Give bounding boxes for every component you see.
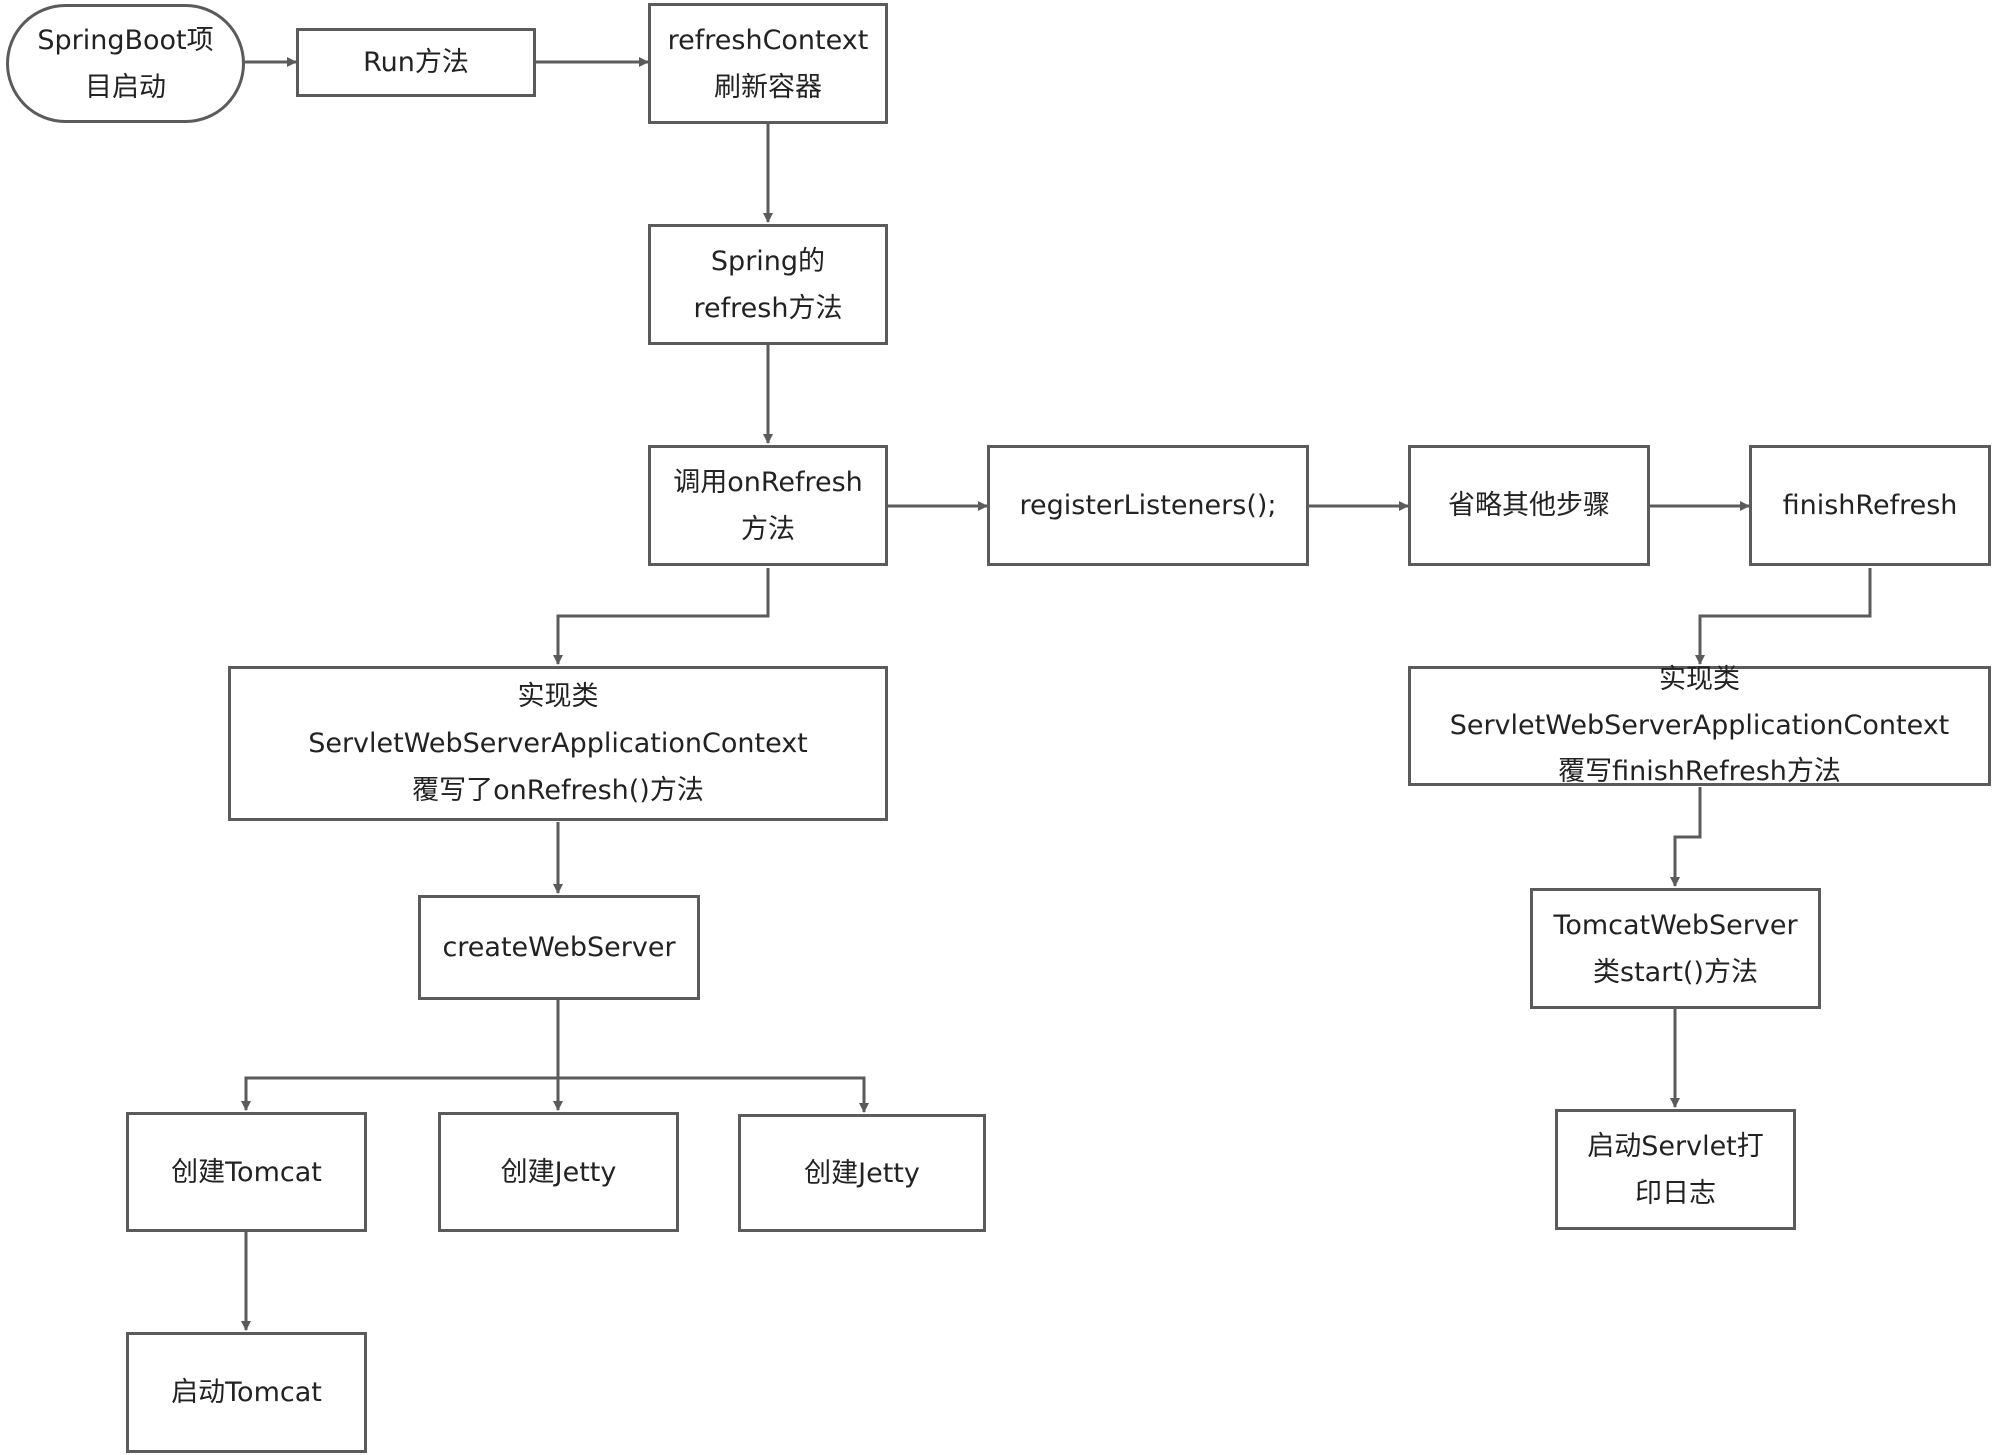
create-jetty-node-2: 创建Jetty — [738, 1114, 986, 1232]
start-line-1: SpringBoot项 — [37, 24, 214, 56]
impl-on-refresh-line-1: 实现类 — [517, 681, 599, 712]
create-tomcat-node: 创建Tomcat — [126, 1112, 367, 1232]
start-servlet-log-node: 启动Servlet打 印日志 — [1555, 1109, 1796, 1230]
create-jetty-2-line-1: 创建Jetty — [804, 1157, 920, 1189]
start-tomcat-node: 启动Tomcat — [126, 1332, 367, 1453]
run-line-1: Run方法 — [363, 47, 469, 78]
register-listeners-node: registerListeners(); — [987, 445, 1309, 566]
create-web-server-node: createWebServer — [418, 895, 700, 1000]
refresh-context-node: refreshContext 刷新容器 — [648, 3, 888, 124]
run-node: Run方法 — [296, 28, 536, 97]
impl-finish-refresh-node: 实现类 ServletWebServerApplicationContext 覆… — [1408, 664, 1991, 787]
on-refresh-line-2: 方法 — [741, 513, 795, 545]
skip-steps-line-1: 省略其他步骤 — [1448, 490, 1610, 521]
tomcat-start-node: TomcatWebServer 类start()方法 — [1530, 888, 1821, 1009]
start-tomcat-line-1: 启动Tomcat — [171, 1377, 322, 1408]
impl-on-refresh-line-2: ServletWebServerApplicationContext — [308, 728, 808, 759]
start-node: SpringBoot项 目启动 — [6, 4, 245, 123]
arrow-create-web-server-to-create-tomcat — [241, 1000, 560, 1111]
impl-on-refresh-node: 实现类 ServletWebServerApplicationContext 覆… — [228, 666, 888, 821]
tomcat-start-line-2: 类start()方法 — [1593, 956, 1758, 988]
impl-finish-refresh-line-2: ServletWebServerApplicationContext — [1449, 710, 1950, 741]
create-tomcat-line-1: 创建Tomcat — [171, 1156, 322, 1188]
finish-refresh-node: finishRefresh — [1749, 445, 1991, 566]
arrow-impl-to-tomcat-start — [1670, 787, 1702, 887]
spring-refresh-node: Spring的 refresh方法 — [648, 224, 888, 345]
finish-refresh-line-1: finishRefresh — [1782, 490, 1958, 521]
arrow-on-refresh-to-impl — [553, 568, 770, 665]
tomcat-start-line-1: TomcatWebServer — [1553, 909, 1798, 941]
arrow-finish-refresh-to-impl — [1695, 568, 1872, 665]
impl-finish-refresh-line-3: 覆写finishRefresh方法 — [1558, 756, 1841, 787]
start-servlet-log-line-1: 启动Servlet打 — [1587, 1130, 1764, 1162]
impl-on-refresh-line-3: 覆写了onRefresh()方法 — [412, 775, 704, 806]
skip-steps-node: 省略其他步骤 — [1408, 445, 1650, 566]
start-line-2: 目启动 — [85, 71, 166, 103]
start-servlet-log-line-2: 印日志 — [1635, 1177, 1716, 1209]
spring-refresh-line-2: refresh方法 — [693, 292, 843, 324]
create-web-server-line-1: createWebServer — [442, 932, 676, 963]
create-jetty-1-line-1: 创建Jetty — [500, 1156, 617, 1188]
on-refresh-line-1: 调用onRefresh — [673, 466, 863, 498]
spring-refresh-line-1: Spring的 — [710, 245, 826, 277]
refresh-context-line-1: refreshContext — [667, 24, 869, 56]
register-listeners-line-1: registerListeners(); — [1019, 490, 1277, 521]
refresh-context-line-2: 刷新容器 — [714, 71, 822, 103]
impl-finish-refresh-line-1: 实现类 — [1659, 664, 1740, 695]
on-refresh-node: 调用onRefresh 方法 — [648, 445, 888, 566]
arrow-create-web-server-to-create-jetty-2 — [558, 1076, 869, 1113]
create-jetty-node-1: 创建Jetty — [438, 1112, 679, 1232]
